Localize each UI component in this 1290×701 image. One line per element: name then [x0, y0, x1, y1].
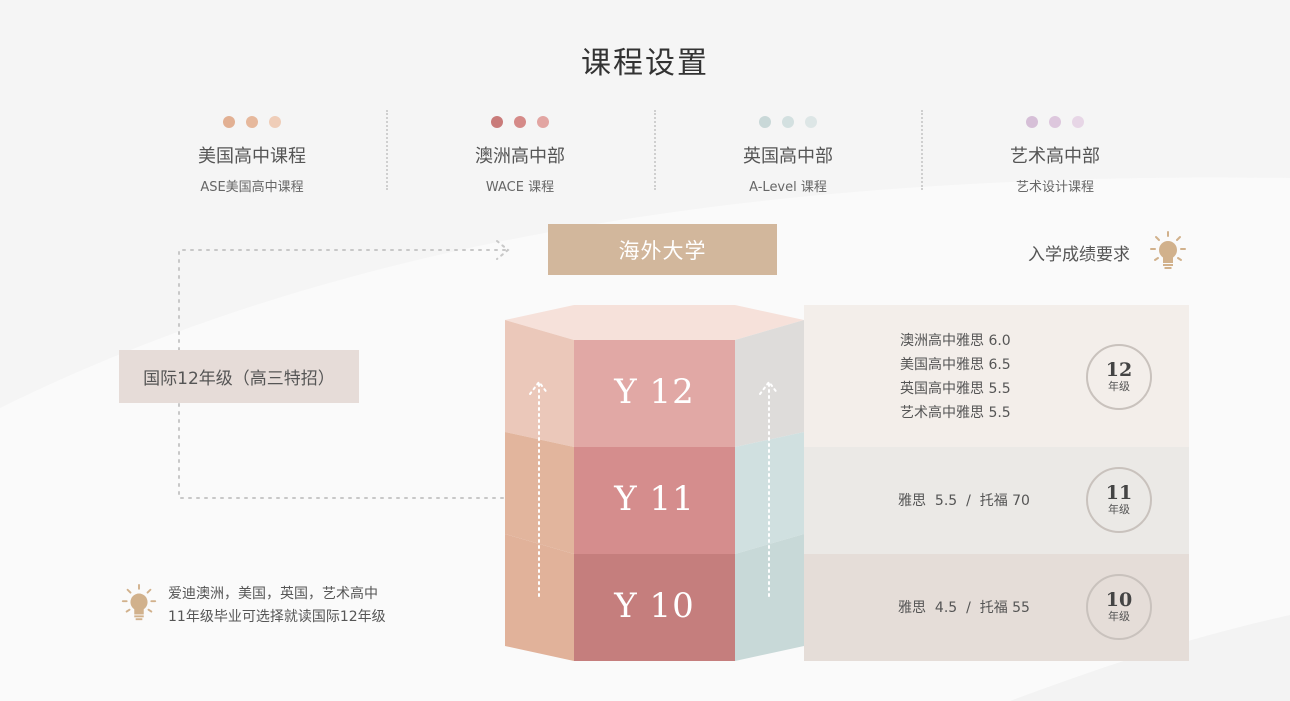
track-separator: [386, 110, 388, 190]
badge-number: 11: [1105, 482, 1133, 504]
badge-label: 年级: [1108, 503, 1130, 516]
requirement-item: 艺术高中雅思 5.5: [900, 405, 1011, 421]
dot: [1072, 116, 1084, 128]
track-subtitle: A-Level 课程: [749, 180, 827, 195]
dot: [805, 116, 817, 128]
arrow-up-icon: [529, 380, 549, 601]
lightbulb-icon: [121, 584, 157, 621]
lightbulb-icon: [1150, 231, 1186, 269]
track-art-high-school: 艺术高中部 艺术设计课程: [921, 112, 1189, 195]
page-title: 课程设置: [581, 46, 709, 81]
grade-badge-10: 10 年级: [1086, 574, 1152, 640]
track-australia-high-school: 澳洲高中部 WACE 课程: [386, 112, 654, 195]
requirement-item: 英国高中雅思 5.5: [900, 381, 1011, 397]
track-subtitle: 艺术设计课程: [1015, 180, 1094, 195]
dot: [246, 116, 258, 128]
requirements-title: 入学成绩要求: [1028, 245, 1130, 265]
dot: [782, 116, 794, 128]
requirement-y11: 雅思 5.5 / 托福 70: [898, 493, 1030, 509]
arrow-up-icon: [759, 380, 779, 601]
track-separator: [921, 110, 923, 190]
track-dots: [654, 116, 922, 128]
track-dots: [118, 116, 386, 128]
badge-number: 10: [1105, 589, 1133, 611]
grade-badge-12: 12 年级: [1086, 344, 1152, 410]
requirement-item: 澳洲高中雅思 6.0: [900, 333, 1011, 349]
grade-badge-11: 11 年级: [1086, 467, 1152, 533]
track-separator: [654, 110, 656, 190]
year-12-label: Y 12: [614, 372, 695, 412]
dot: [269, 116, 281, 128]
footnote-line-2: 11年级毕业可选择就读国际12年级: [168, 609, 386, 625]
track-uk-high-school: 英国高中部 A-Level 课程: [654, 112, 922, 195]
dot: [491, 116, 503, 128]
track-us-high-school: 美国高中课程 ASE美国高中课程: [118, 112, 386, 195]
dot: [1026, 116, 1038, 128]
track-subtitle: ASE美国高中课程: [200, 180, 304, 195]
international-grade-12-label: 国际12年级（高三特招）: [119, 350, 359, 403]
year-10-label: Y 10: [614, 586, 695, 626]
track-dots: [921, 116, 1189, 128]
footnote: 爱迪澳洲，美国，英国，艺术高中 11年级毕业可选择就读国际12年级: [168, 583, 386, 629]
track-name: 澳洲高中部: [475, 146, 565, 167]
badge-label: 年级: [1108, 380, 1130, 393]
track-name: 英国高中部: [743, 146, 833, 167]
overseas-university-label: 海外大学: [548, 224, 777, 275]
dot: [537, 116, 549, 128]
year-11-label: Y 11: [614, 479, 695, 519]
requirement-y10: 雅思 4.5 / 托福 55: [898, 600, 1030, 616]
requirements-list-y12: 澳洲高中雅思 6.0 美国高中雅思 6.5 英国高中雅思 5.5 艺术高中雅思 …: [900, 329, 1011, 425]
dot: [223, 116, 235, 128]
track-subtitle: WACE 课程: [485, 180, 555, 195]
track-name: 美国高中课程: [198, 146, 306, 167]
dot: [1049, 116, 1061, 128]
track-dots: [386, 116, 654, 128]
dot: [759, 116, 771, 128]
badge-label: 年级: [1108, 610, 1130, 623]
badge-number: 12: [1105, 359, 1133, 381]
footnote-line-1: 爱迪澳洲，美国，英国，艺术高中: [168, 586, 378, 602]
requirement-item: 美国高中雅思 6.5: [900, 357, 1011, 373]
dot: [514, 116, 526, 128]
track-name: 艺术高中部: [1010, 146, 1100, 167]
